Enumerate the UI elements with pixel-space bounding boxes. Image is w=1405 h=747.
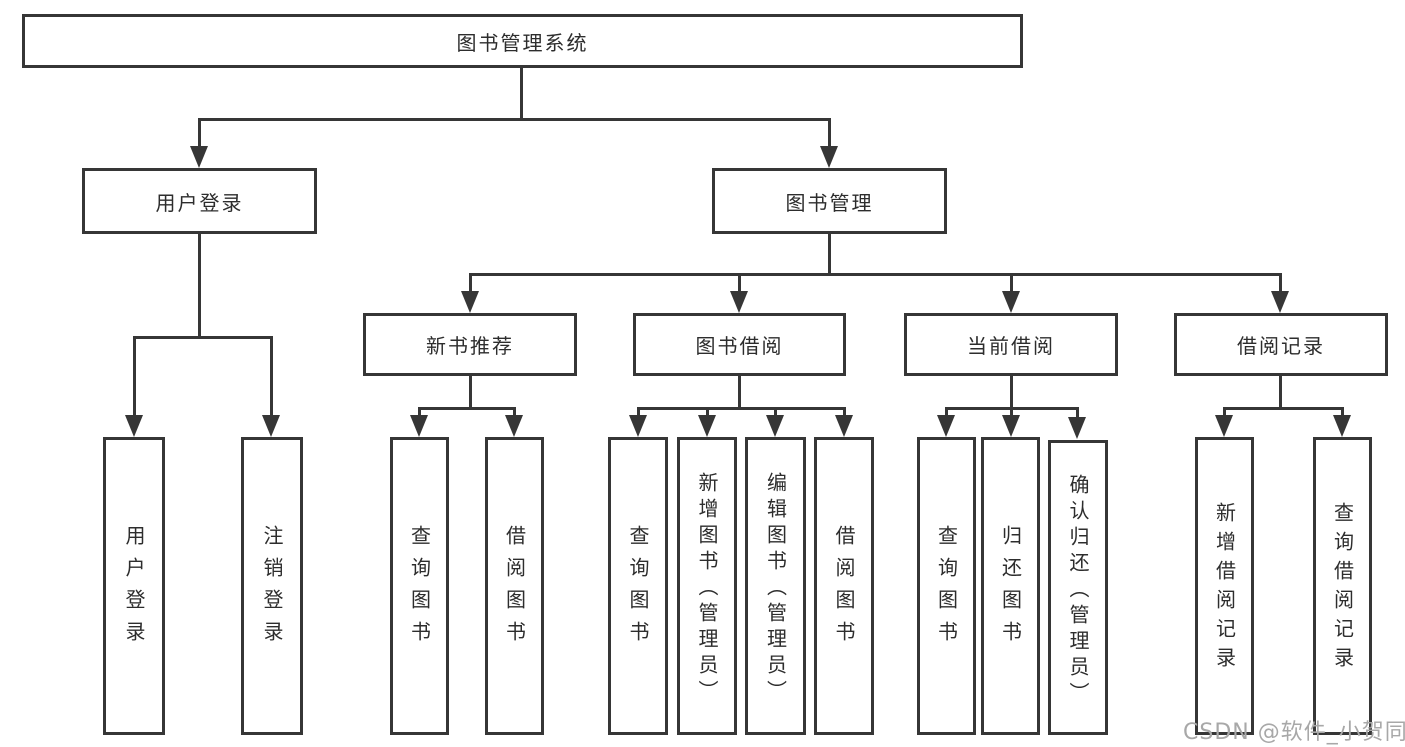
connector-newbooks-stub [469, 376, 472, 407]
connector-arrow-logout-line [270, 336, 273, 416]
leaf-logout: 注销登录 [241, 437, 303, 735]
node-borrow-records: 借阅记录 [1174, 313, 1388, 376]
connector-arrow-bbborrow-line [843, 407, 846, 417]
node-user-login: 用户登录 [82, 168, 317, 234]
arrowhead-newbooks-icon [461, 291, 479, 313]
connector-bookmgmt-stub [828, 234, 831, 273]
csdn-watermark: CSDN @软件_小贺同学 [1183, 720, 1405, 745]
arrowhead-nbquery-icon [410, 415, 428, 437]
connector-arrow-brquery-line [1341, 407, 1344, 417]
connector-arrow-bradd-line [1223, 407, 1226, 417]
connector-arrow-bbedit-line [774, 407, 777, 417]
connector-arrow-bbadd-line [706, 407, 709, 417]
connector-bookborrow-hbar [637, 407, 845, 410]
connector-arrow-bookmgmt-line [828, 118, 831, 148]
connector-arrow-nbquery-line [418, 407, 421, 417]
leaf-bookborrow-edit-admin: 编辑图书（管理员） [745, 437, 806, 735]
connector-arrow-newbooks-line [469, 273, 472, 293]
node-new-books: 新书推荐 [363, 313, 577, 376]
arrowhead-bookborrow-icon [730, 291, 748, 313]
leaf-currentborrow-return: 归还图书 [981, 437, 1040, 735]
connector-root-stub [520, 68, 523, 118]
leaf-bookborrow-query: 查询图书 [608, 437, 668, 735]
arrowhead-borrowrecords-icon [1271, 291, 1289, 313]
leaf-newbooks-borrow: 借阅图书 [485, 437, 544, 735]
connector-arrow-cbconfirm-line [1076, 407, 1079, 417]
arrowhead-loginleaf-icon [125, 415, 143, 437]
connector-borrowrecords-stub [1279, 376, 1282, 407]
arrowhead-bbquery-icon [629, 415, 647, 437]
arrowhead-brquery-icon [1333, 415, 1351, 437]
arrowhead-bbborrow-icon [835, 415, 853, 437]
leaf-records-query: 查询借阅记录 [1313, 437, 1372, 735]
connector-bookmgmt-hbar [469, 273, 1282, 276]
node-current-borrow: 当前借阅 [904, 313, 1118, 376]
arrowhead-bradd-icon [1215, 415, 1233, 437]
node-root: 图书管理系统 [22, 14, 1023, 68]
connector-arrow-cbquery-line [945, 407, 948, 417]
arrowhead-bookmgmt-icon [820, 146, 838, 168]
leaf-user-login: 用户登录 [103, 437, 165, 735]
leaf-bookborrow-borrow: 借阅图书 [814, 437, 874, 735]
connector-currentborrow-stub [1010, 376, 1013, 407]
arrowhead-nbborrow-icon [505, 415, 523, 437]
connector-borrowrecords-hbar [1223, 407, 1343, 410]
connector-arrow-bookborrow-line [738, 273, 741, 293]
connector-arrow-borrowrecords-line [1279, 273, 1282, 293]
leaf-records-add: 新增借阅记录 [1195, 437, 1254, 735]
connector-arrow-bbquery-line [637, 407, 640, 417]
connector-userlogin-stub [198, 234, 201, 336]
connector-arrow-userlogin-line [198, 118, 201, 148]
connector-arrow-cbreturn-line [1010, 407, 1013, 417]
arrowhead-cbreturn-icon [1002, 415, 1020, 437]
arrowhead-logout-icon [262, 415, 280, 437]
connector-userlogin-hbar [133, 336, 273, 339]
connector-root-hbar [198, 118, 830, 121]
connector-newbooks-hbar [418, 407, 516, 410]
arrowhead-cbconfirm-icon [1068, 417, 1086, 439]
connector-arrow-nbborrow-line [513, 407, 516, 417]
connector-arrow-loginleaf-line [133, 336, 136, 416]
connector-bookborrow-stub [738, 376, 741, 407]
node-book-borrow: 图书借阅 [633, 313, 846, 376]
leaf-bookborrow-add-admin: 新增图书（管理员） [677, 437, 737, 735]
node-book-mgmt: 图书管理 [712, 168, 947, 234]
arrowhead-userlogin-icon [190, 146, 208, 168]
arrowhead-bbadd-icon [698, 415, 716, 437]
arrowhead-currentborrow-icon [1002, 291, 1020, 313]
leaf-currentborrow-query: 查询图书 [917, 437, 976, 735]
arrowhead-bbedit-icon [766, 415, 784, 437]
leaf-newbooks-query: 查询图书 [390, 437, 449, 735]
leaf-currentborrow-confirm-admin: 确认归还（管理员） [1048, 440, 1108, 735]
arrowhead-cbquery-icon [937, 415, 955, 437]
connector-arrow-currentborrow-line [1010, 273, 1013, 293]
